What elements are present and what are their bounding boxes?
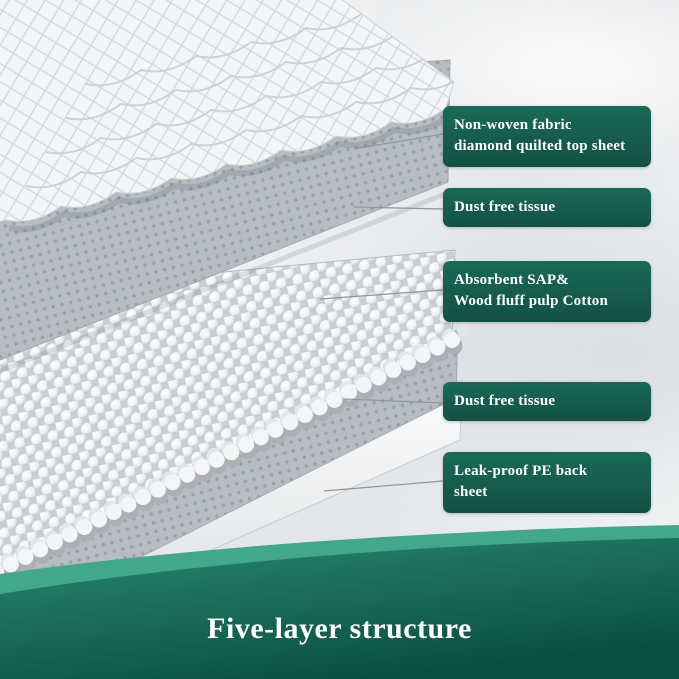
pointer-line-top-sheet bbox=[353, 133, 444, 150]
callout-absorbent: Absorbent SAP& Wood fluff pulp Cotton bbox=[443, 261, 651, 322]
banner-title: Five-layer structure bbox=[207, 612, 472, 645]
bead-row-front bbox=[0, 332, 460, 579]
pointer-line-absorbent bbox=[319, 289, 444, 300]
pointer-line-tissue-lower bbox=[343, 398, 444, 404]
callout-tissue-upper: Dust free tissue bbox=[443, 188, 651, 228]
callout-top-sheet: Non-woven fabric diamond quilted top she… bbox=[443, 106, 651, 167]
layer-quilted-top-sheet bbox=[0, 0, 455, 233]
callout-tissue-lower: Dust free tissue bbox=[443, 382, 651, 422]
pointer-lines bbox=[319, 133, 444, 492]
layer-absorbent-core bbox=[0, 249, 472, 587]
pointer-line-tissue-upper bbox=[353, 206, 444, 210]
callout-pe-sheet: Leak-proof PE back sheet bbox=[443, 452, 651, 513]
banner-body bbox=[0, 538, 679, 679]
bottom-banner bbox=[0, 525, 679, 679]
pointer-line-pe-sheet bbox=[323, 480, 444, 492]
